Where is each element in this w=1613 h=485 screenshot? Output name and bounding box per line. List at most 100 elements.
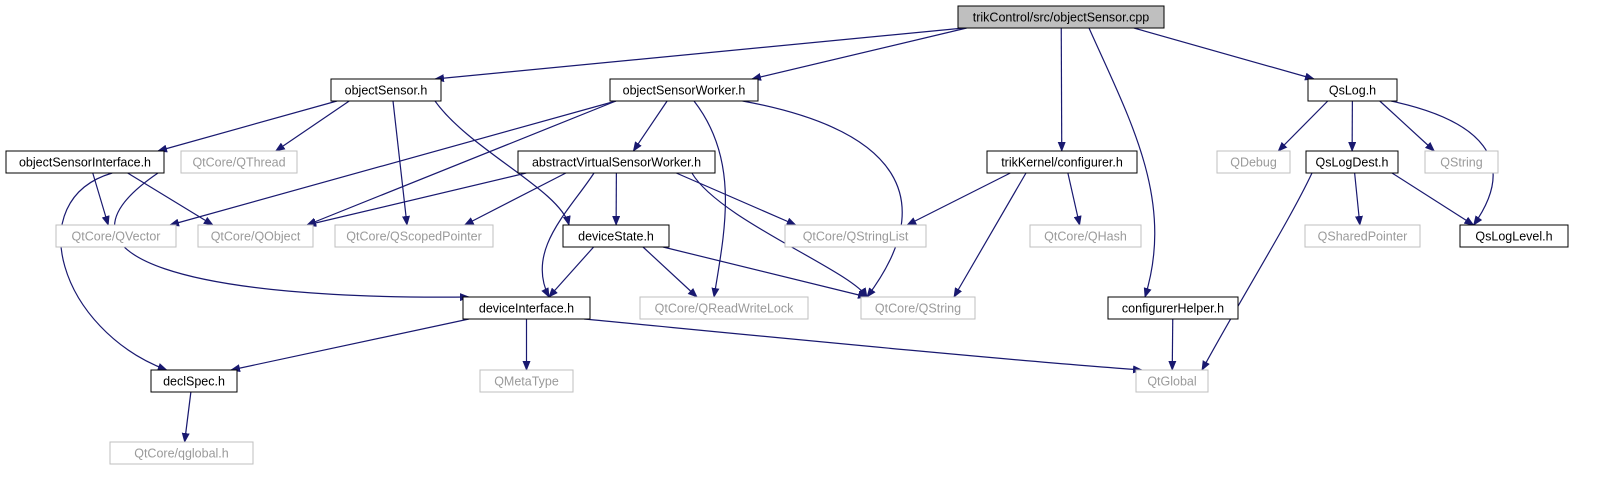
node-label: objectSensorWorker.h bbox=[623, 84, 746, 98]
edge-QsLog_h-to-QString_plain bbox=[1379, 100, 1435, 152]
node-QString: QtCore/QString bbox=[860, 296, 976, 320]
node-box bbox=[1424, 150, 1499, 174]
node-box bbox=[1107, 296, 1239, 320]
edge-deviceState_h-to-QReadWriteLock bbox=[642, 246, 698, 298]
node-QsLogDest_h[interactable]: QsLogDest.h bbox=[1305, 150, 1399, 174]
node-label: objectSensorInterface.h bbox=[19, 156, 151, 170]
node-configurer_h[interactable]: trikKernel/configurer.h bbox=[986, 150, 1138, 174]
edge-deviceInterface_h-to-declSpec_h bbox=[230, 318, 470, 373]
node-box bbox=[55, 224, 177, 248]
node-QThread: QtCore/QThread bbox=[180, 150, 298, 174]
node-box bbox=[1029, 224, 1142, 248]
node-box bbox=[479, 369, 574, 393]
node-label: configurerHelper.h bbox=[1122, 302, 1224, 316]
edge-objectSensorInterface_h-to-QObject bbox=[127, 172, 214, 226]
node-label: objectSensor.h bbox=[345, 84, 428, 98]
node-deviceState_h[interactable]: deviceState.h bbox=[562, 224, 670, 248]
node-objectSensor_h[interactable]: objectSensor.h bbox=[330, 78, 442, 102]
node-box bbox=[150, 369, 238, 393]
edge-root-to-objectSensor_h bbox=[434, 27, 965, 83]
edge-root-to-QsLog_h bbox=[1133, 27, 1315, 81]
node-declSpec_h[interactable]: declSpec.h bbox=[150, 369, 238, 393]
edges-layer bbox=[60, 27, 1494, 443]
node-label: trikKernel/configurer.h bbox=[1001, 156, 1123, 170]
edge-objectSensorInterface_h-to-declSpec_h bbox=[60, 172, 168, 371]
node-objectSensorInterface_h[interactable]: objectSensorInterface.h bbox=[5, 150, 165, 174]
node-QReadWriteLock: QtCore/QReadWriteLock bbox=[639, 296, 809, 320]
node-QDebug: QDebug bbox=[1216, 150, 1291, 174]
node-label: declSpec.h bbox=[163, 375, 225, 389]
node-label: QtCore/QStringList bbox=[803, 230, 909, 244]
edge-abstractVirtualSensorWorker_h-to-QObject bbox=[306, 172, 527, 227]
edge-configurer_h-to-QStringList bbox=[906, 172, 1011, 226]
node-label: QtCore/QReadWriteLock bbox=[655, 302, 794, 316]
node-QHash: QtCore/QHash bbox=[1029, 224, 1142, 248]
node-QsLog_h[interactable]: QsLog.h bbox=[1307, 78, 1398, 102]
node-label: QSharedPointer bbox=[1318, 230, 1408, 244]
edge-QsLogDest_h-to-QSharedPointer bbox=[1354, 172, 1363, 226]
edge-objectSensor_h-to-QThread bbox=[274, 100, 350, 152]
node-qglobal_h: QtCore/qglobal.h bbox=[109, 441, 254, 465]
edge-configurer_h-to-QHash bbox=[1067, 172, 1082, 226]
node-abstractVirtualSensorWorker_h[interactable]: abstractVirtualSensorWorker.h bbox=[517, 150, 716, 174]
node-box bbox=[180, 150, 298, 174]
edge-objectSensorWorker_h-to-QReadWriteLock bbox=[693, 100, 727, 298]
node-box bbox=[609, 78, 759, 102]
edge-deviceInterface_h-to-QtGlobal bbox=[583, 318, 1143, 374]
node-label: QString bbox=[1440, 156, 1482, 170]
node-label: QtCore/QScopedPointer bbox=[346, 230, 482, 244]
edge-objectSensorInterface_h-to-QVector bbox=[92, 172, 110, 226]
node-label: QsLog.h bbox=[1329, 84, 1376, 98]
node-box bbox=[1216, 150, 1291, 174]
node-label: QtGlobal bbox=[1147, 375, 1196, 389]
edge-objectSensorWorker_h-to-QObject bbox=[306, 100, 617, 226]
node-QString_plain: QString bbox=[1424, 150, 1499, 174]
edge-abstractVirtualSensorWorker_h-to-QStringList bbox=[676, 172, 797, 226]
node-box bbox=[1305, 150, 1399, 174]
nodes-layer: trikControl/src/objectSensor.cpp objectSe… bbox=[5, 5, 1569, 465]
edge-objectSensor_h-to-objectSensorInterface_h bbox=[157, 100, 338, 153]
node-label: QsLogLevel.h bbox=[1475, 230, 1552, 244]
node-label: QtCore/QVector bbox=[72, 230, 161, 244]
edge-QsLog_h-to-QsLogLevel_h bbox=[1390, 100, 1494, 226]
node-objectSensorWorker_h[interactable]: objectSensorWorker.h bbox=[609, 78, 759, 102]
node-box bbox=[1304, 224, 1421, 248]
edge-QsLogDest_h-to-QtGlobal bbox=[1201, 172, 1313, 371]
node-label: abstractVirtualSensorWorker.h bbox=[532, 156, 701, 170]
node-label: trikControl/src/objectSensor.cpp bbox=[973, 11, 1150, 25]
node-box bbox=[639, 296, 809, 320]
edge-objectSensorWorker_h-to-QVector bbox=[169, 100, 617, 227]
node-label: QtCore/QHash bbox=[1044, 230, 1127, 244]
node-QVector: QtCore/QVector bbox=[55, 224, 177, 248]
node-box bbox=[860, 296, 976, 320]
node-box bbox=[334, 224, 494, 248]
node-deviceInterface_h[interactable]: deviceInterface.h bbox=[462, 296, 591, 320]
node-root[interactable]: trikControl/src/objectSensor.cpp bbox=[957, 5, 1165, 29]
edge-QsLogDest_h-to-QsLogLevel_h bbox=[1391, 172, 1475, 226]
edge-deviceState_h-to-deviceInterface_h bbox=[548, 246, 595, 298]
node-label: QtCore/qglobal.h bbox=[134, 447, 229, 461]
node-box bbox=[517, 150, 716, 174]
node-configurerHelper_h[interactable]: configurerHelper.h bbox=[1107, 296, 1239, 320]
node-box bbox=[957, 5, 1165, 29]
edge-objectSensorWorker_h-to-abstractVirtualSensorWorker_h bbox=[632, 100, 668, 152]
node-box bbox=[784, 224, 927, 248]
edge-root-to-configurerHelper_h bbox=[1088, 27, 1156, 298]
edge-configurerHelper_h-to-QtGlobal bbox=[1168, 318, 1177, 371]
node-box bbox=[330, 78, 442, 102]
node-QMetaType: QMetaType bbox=[479, 369, 574, 393]
node-box bbox=[5, 150, 165, 174]
node-label: deviceState.h bbox=[578, 230, 654, 244]
node-QsLogLevel_h[interactable]: QsLogLevel.h bbox=[1459, 224, 1569, 248]
node-label: QtCore/QString bbox=[875, 302, 961, 316]
node-box bbox=[109, 441, 254, 465]
node-QStringList: QtCore/QStringList bbox=[784, 224, 927, 248]
node-label: QtCore/QObject bbox=[211, 230, 301, 244]
node-label: QsLogDest.h bbox=[1316, 156, 1389, 170]
edge-objectSensor_h-to-QScopedPointer bbox=[392, 100, 410, 226]
node-label: QDebug bbox=[1230, 156, 1277, 170]
node-box bbox=[462, 296, 591, 320]
edge-root-to-configurer_h bbox=[1057, 27, 1066, 152]
node-QtGlobal: QtGlobal bbox=[1135, 369, 1209, 393]
